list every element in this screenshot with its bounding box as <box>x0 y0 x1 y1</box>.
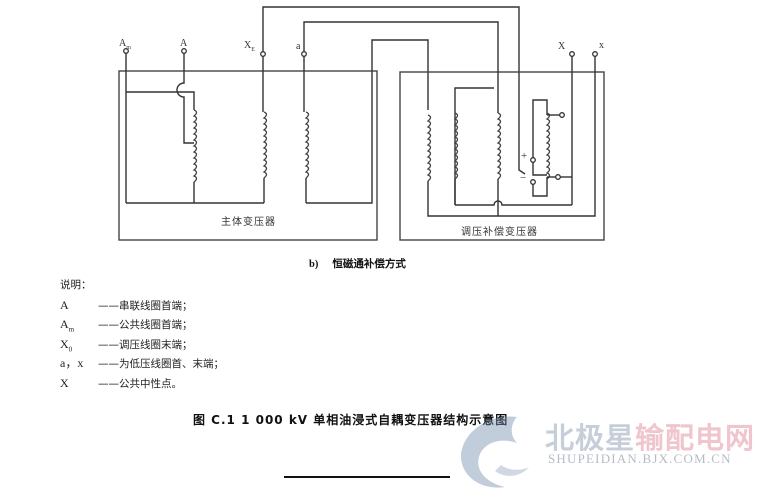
legend-notes: 说明： A——串联线圈首端； Am——公共线圈首端； X0——调压线圈末端； a… <box>60 276 224 393</box>
terminal-x-neutral <box>569 51 575 57</box>
note-item: Am——公共线圈首端； <box>60 317 193 334</box>
tap-terminal-lower <box>555 174 561 180</box>
terminal-a <box>181 48 187 54</box>
label-x-low: x <box>599 40 604 51</box>
switch-plus-contact <box>530 157 536 163</box>
terminal-am <box>123 48 129 54</box>
label-am: Am <box>119 38 131 51</box>
terminal-xe <box>260 51 266 57</box>
note-item: X0——调压线圈末端； <box>60 336 193 353</box>
regulating-transformer-tank <box>399 71 605 241</box>
regulating-transformer-label: 调压补偿变压器 <box>461 227 538 238</box>
footer-divider <box>284 476 450 478</box>
subfigure-title: 恒磁通补偿方式 <box>332 258 406 270</box>
main-transformer-label: 主体变压器 <box>221 217 276 228</box>
wire-link-loop <box>371 39 429 110</box>
main-transformer-tank <box>118 70 378 241</box>
note-item: A——串联线圈首端； <box>60 297 193 312</box>
switch-minus-contact <box>530 179 536 185</box>
subfigure-tag: b) <box>309 259 319 270</box>
wire-xe-top <box>262 6 520 120</box>
label-xe: XE <box>244 40 255 53</box>
terminal-x-low <box>592 51 598 57</box>
subfigure-caption: b) 恒磁通补偿方式 <box>309 256 406 271</box>
figure-caption: 图 C.1 1 000 kV 单相油浸式自耦变压器结构示意图 <box>193 413 509 427</box>
tap-terminal-upper <box>559 112 565 118</box>
note-item: a，x——为低压线圈首、末端； <box>60 356 224 370</box>
terminal-a-low <box>301 51 307 57</box>
notes-heading: 说明： <box>60 279 92 291</box>
wire-a-top <box>303 21 499 71</box>
label-a: A <box>180 38 188 49</box>
switch-plus-label: + <box>521 150 528 162</box>
switch-minus-label: − <box>520 172 527 184</box>
label-x-neutral: X <box>558 41 566 52</box>
label-a-low: a <box>296 41 301 52</box>
note-item: X——公共中性点。 <box>60 375 182 390</box>
